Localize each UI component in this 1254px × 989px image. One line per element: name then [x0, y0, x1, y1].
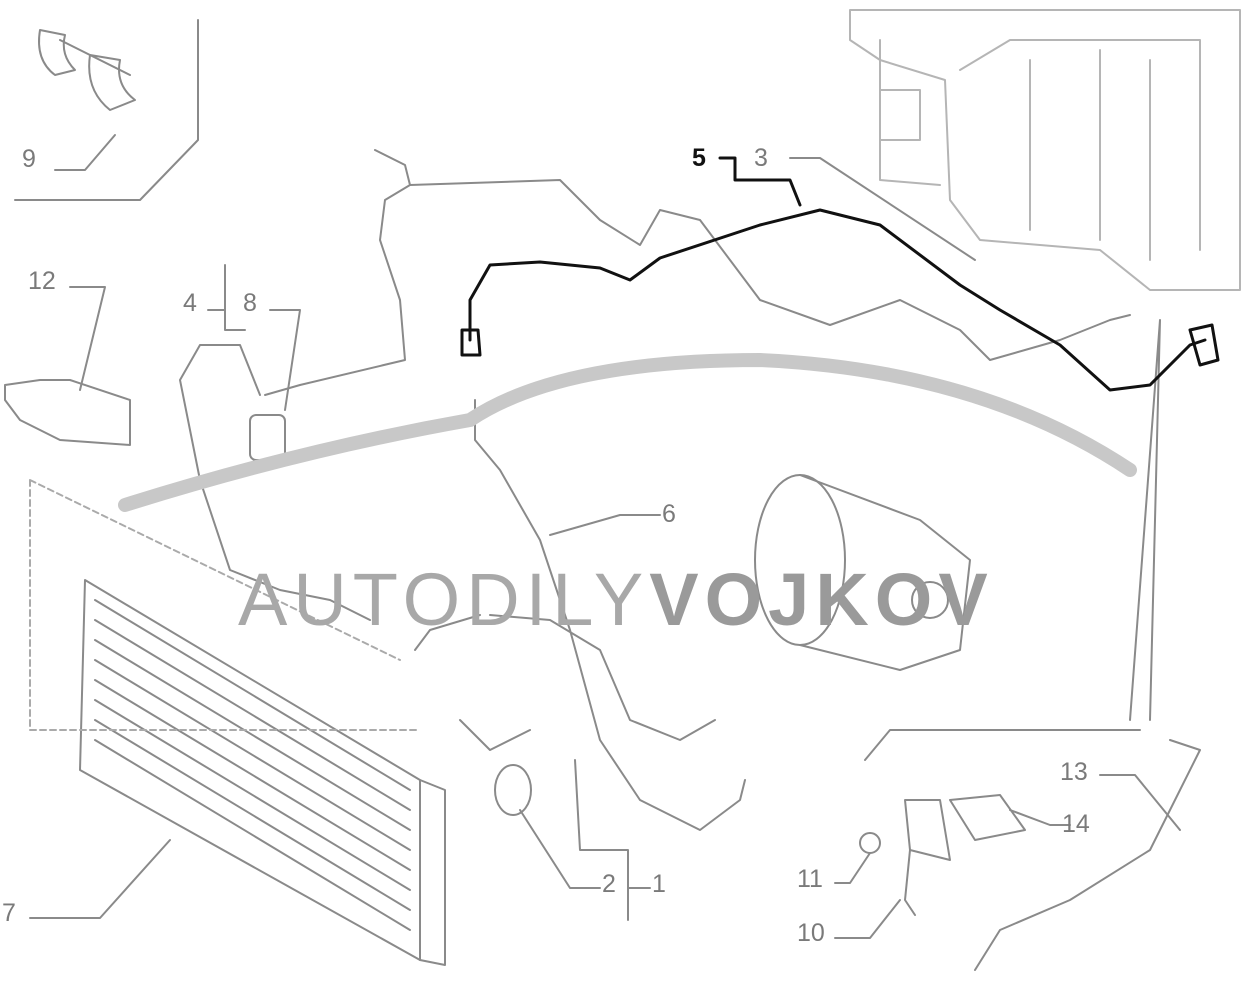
callout-8: 8	[243, 289, 257, 317]
compressor	[754, 474, 971, 671]
bracket-12	[4, 379, 131, 446]
callout-2: 2	[602, 870, 616, 898]
flange-10	[904, 799, 951, 861]
watermark-swoosh	[118, 352, 1137, 512]
callout-12: 12	[28, 267, 56, 295]
watermark-part2: VOJKOV	[649, 558, 994, 641]
callout-5: 5	[692, 144, 706, 172]
hose-5-highlighted	[460, 156, 1220, 392]
pipe-10	[904, 849, 916, 916]
watermark-part1: AUTODILY	[238, 558, 650, 641]
hose-1-end	[414, 614, 481, 651]
hose-3	[409, 179, 1131, 361]
nut-11	[859, 832, 881, 854]
callout-4: 4	[183, 289, 197, 317]
callout-14: 14	[1062, 810, 1090, 838]
clip-part-9	[38, 29, 136, 111]
condenser-7	[79, 579, 446, 966]
callout-10: 10	[797, 919, 825, 947]
gasket-2	[494, 764, 532, 816]
watermark: AUTODILYVOJKOV	[238, 563, 994, 637]
callout-1: 1	[652, 870, 666, 898]
drier-8	[249, 414, 286, 461]
hose-13	[974, 739, 1201, 971]
hose-4-upper	[264, 149, 411, 396]
callout-3: 3	[754, 144, 768, 172]
callout-6: 6	[662, 500, 676, 528]
callout-11: 11	[797, 865, 823, 893]
gasket-14	[949, 794, 1026, 841]
inset-frame	[14, 19, 199, 201]
heater-unit	[849, 9, 1241, 291]
callout-9: 9	[22, 145, 36, 173]
hose-1	[489, 614, 716, 741]
callout-13: 13	[1060, 758, 1088, 786]
hose-6	[474, 399, 746, 831]
callout-7: 7	[2, 899, 16, 927]
